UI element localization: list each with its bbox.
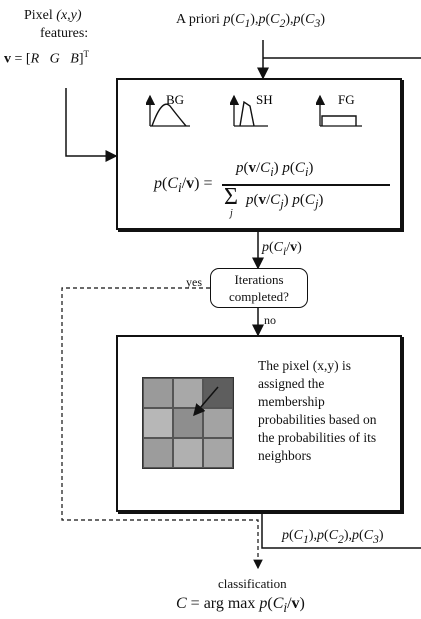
pixel-label: Pixel (x,y) [24,8,82,23]
svg-text:BG: BG [166,92,184,107]
iterations-decision: Iterations completed? [210,268,308,308]
input-arrow [65,88,118,162]
sh-peak-icon: SH [228,92,282,133]
neighbor-description: The pixel (x,y) is assigned the membersh… [258,358,377,463]
neighbor-arrow-icon [193,386,219,417]
classification-label: classification [218,576,287,591]
grid-cell [143,408,173,438]
argmax-formula: C = arg max p(Ci/v) [176,595,305,616]
yes-label: yes [186,275,202,289]
features-label: features: [40,26,89,41]
fg-step-icon: FG [314,92,372,133]
posterior-label: p(Ci/v) [262,240,302,258]
yes-dashed-path [61,287,259,565]
bayes-formula: p(Ci/v) = p(v/Ci) p(Ci) Σ j p(v/Cj) p(Cj… [154,156,394,222]
bg-curve-icon: BG [144,92,194,133]
prior-label: A priori p(C1),p(C2),p(C3) [176,12,325,30]
svg-text:SH: SH [256,92,273,107]
feature-vector-equation: v = [R G B]T [4,49,89,67]
feedback-bottom-line [261,512,421,549]
updated-priors-label: p(C1),p(C2),p(C3) [282,528,384,546]
svg-text:FG: FG [338,92,355,107]
neighbor-update-box: The pixel (x,y) is assigned the membersh… [116,335,402,512]
fraction-bar [222,184,390,186]
grid-cell [143,378,173,408]
grid-cell-center [173,408,203,438]
neighbor-grid [142,377,234,469]
grid-cell [143,438,173,468]
bayes-classifier-box: BG SH FG p(Ci/v) = p(v/Ci) p(Ci) Σ j [116,78,402,230]
grid-cell [173,378,203,408]
formula-numerator: p(v/Ci) p(Ci) [236,160,314,179]
grid-cell [203,438,233,468]
no-label: no [264,313,276,327]
grid-cell [203,378,233,408]
grid-cell [173,438,203,468]
formula-denominator: Σ j p(v/Cj) p(Cj) [224,184,324,219]
grid-cell [203,408,233,438]
